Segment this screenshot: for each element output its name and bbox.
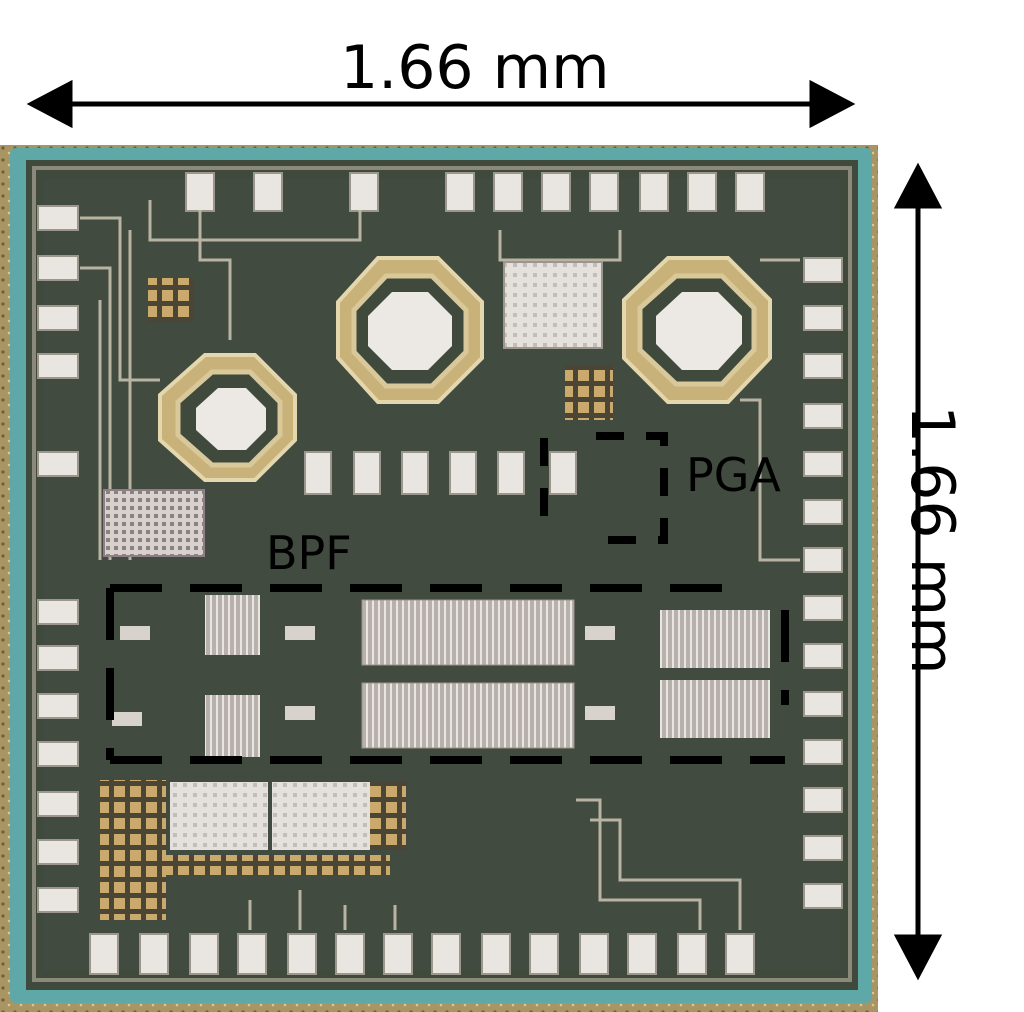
gold-block-bottom <box>370 782 406 850</box>
height-arrow <box>893 162 943 981</box>
small-block-pga <box>565 365 613 420</box>
height-dimension-label: 1.66 mm <box>897 405 967 675</box>
top-pads <box>185 172 765 212</box>
gold-strip-bottom <box>150 855 390 875</box>
bpf-label: BPF <box>266 526 352 580</box>
cap-bank-bottom-2 <box>272 782 370 850</box>
width-dimension-label: 1.66 mm <box>340 33 610 103</box>
die-inner-frame <box>32 166 852 982</box>
cap-array-left <box>103 489 205 557</box>
inductor-center <box>336 256 484 404</box>
bottom-pads <box>89 933 755 975</box>
right-pads <box>803 257 843 909</box>
bpf-circuits <box>112 595 770 757</box>
width-arrow <box>26 79 856 129</box>
bpf-box <box>106 584 789 764</box>
cap-bank-bottom-1 <box>170 782 268 850</box>
pga-label: PGA <box>686 448 781 502</box>
inner-pads <box>304 451 577 495</box>
pga-box <box>540 432 668 544</box>
cap-array-top <box>503 261 603 349</box>
inductor-right <box>622 256 772 404</box>
pad-grid-bottom <box>100 780 166 920</box>
left-pads <box>37 205 79 913</box>
metal-routing <box>80 200 800 930</box>
small-block-top-left <box>148 278 194 322</box>
inductor-left <box>158 353 297 482</box>
